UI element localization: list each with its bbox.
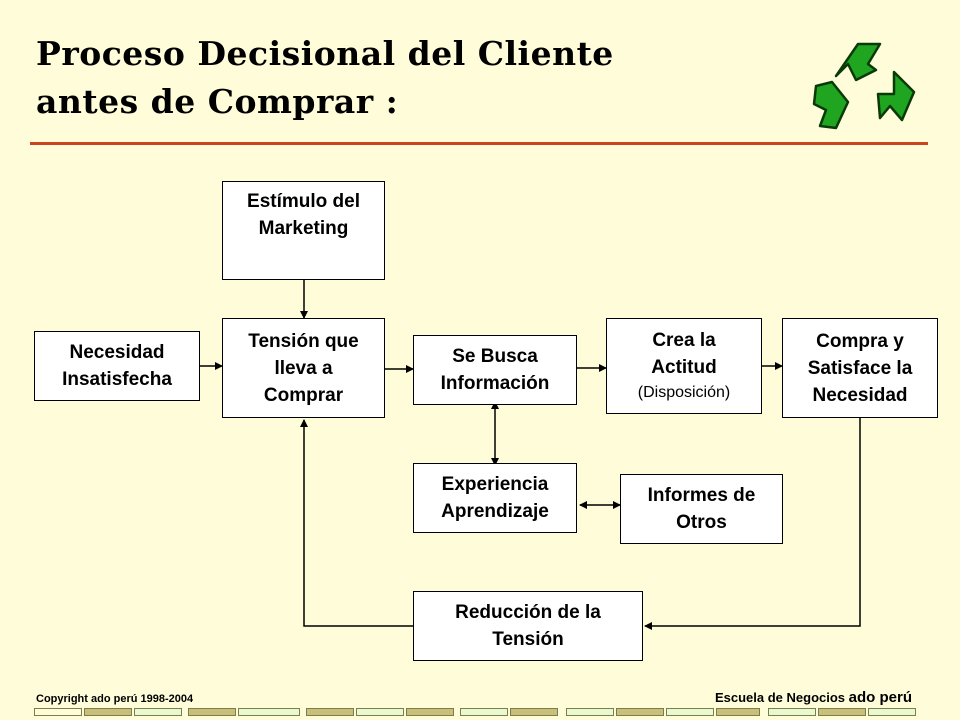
footer-bar-segment xyxy=(134,708,182,716)
node-necesidad-insatisfecha: Necesidad Insatisfecha xyxy=(34,331,200,401)
node-estimulo-line-1: Estímulo del xyxy=(247,191,360,212)
node-crea-actitud: Crea la Actitud (Disposición) xyxy=(606,318,762,414)
arrow-compra-to-reduccion xyxy=(644,418,861,630)
slide-title: Proceso Decisional del Cliente antes de … xyxy=(36,30,614,126)
footer-bar-segment xyxy=(566,708,614,716)
node-actitud-line-2: Actitud xyxy=(651,357,717,378)
footer-bar-segment xyxy=(768,708,816,716)
node-reduccion-tension: Reducción de la Tensión xyxy=(413,591,643,661)
footer-bar-segment xyxy=(356,708,404,716)
school-name: Escuela de Negocios xyxy=(714,690,846,705)
footer-bar-segment xyxy=(716,708,760,716)
node-compra-line-3: Necesidad xyxy=(812,384,908,406)
school-brand: ado perú xyxy=(848,689,912,706)
node-reduccion-line-1: Reducción de la xyxy=(455,602,601,623)
footer-bar-segment xyxy=(666,708,714,716)
footer-bar-segment xyxy=(406,708,454,716)
footer-bar-segment xyxy=(510,708,558,716)
footer-bar-segment xyxy=(188,708,236,716)
recycle-icon xyxy=(812,42,916,130)
node-necesidad-line-2: Insatisfecha xyxy=(62,369,172,390)
node-tension-line-2: lleva a xyxy=(274,357,333,379)
node-busca-line-1: Se Busca xyxy=(452,346,538,367)
node-tension-line-3: Comprar xyxy=(263,384,344,406)
node-busca-informacion: Se Busca Información xyxy=(413,335,577,405)
footer-bar-segment xyxy=(818,708,866,716)
node-estimulo-marketing: Estímulo del Marketing xyxy=(222,181,385,280)
footer-bar-segment xyxy=(84,708,132,716)
footer-bar-segment xyxy=(868,708,916,716)
node-experiencia-line-1: Experiencia xyxy=(441,474,549,495)
node-experiencia-aprendizaje: Experiencia Aprendizaje xyxy=(413,463,577,533)
node-compra-satisface: Compra y Satisface la Necesidad xyxy=(782,318,938,418)
school-credit: Escuela de Negocios ado perú xyxy=(715,689,912,706)
footer-bar-segment xyxy=(238,708,300,716)
footer-bar-segment xyxy=(306,708,354,716)
node-experiencia-line-2: Aprendizaje xyxy=(441,501,549,522)
footer-bar-segment xyxy=(34,708,82,716)
node-actitud-sub: (Disposición) xyxy=(637,384,731,401)
node-compra-line-1: Compra y xyxy=(816,330,904,352)
footer-bar-segment xyxy=(460,708,508,716)
copyright-text: Copyright ado perú 1998-2004 xyxy=(36,693,194,705)
node-informes-line-1: Informes de xyxy=(647,485,756,506)
footer-bar-segment xyxy=(616,708,664,716)
node-tension-line-1: Tensión que xyxy=(248,330,359,352)
title-line-1: Proceso Decisional del Cliente xyxy=(36,34,614,73)
node-compra-line-2: Satisface la xyxy=(807,357,913,379)
node-informes-otros: Informes de Otros xyxy=(620,474,783,544)
title-line-2: antes de Comprar : xyxy=(36,82,399,121)
title-divider xyxy=(30,142,928,145)
node-actitud-line-1: Crea la xyxy=(652,330,716,351)
node-busca-line-2: Información xyxy=(440,373,550,394)
arrow-reduccion-to-tension xyxy=(300,419,413,627)
node-necesidad-line-1: Necesidad xyxy=(69,342,165,363)
node-estimulo-line-2: Marketing xyxy=(258,218,349,239)
node-reduccion-line-2: Tensión xyxy=(492,629,564,650)
node-informes-line-2: Otros xyxy=(676,512,727,533)
node-tension: Tensión que lleva a Comprar xyxy=(222,318,385,418)
